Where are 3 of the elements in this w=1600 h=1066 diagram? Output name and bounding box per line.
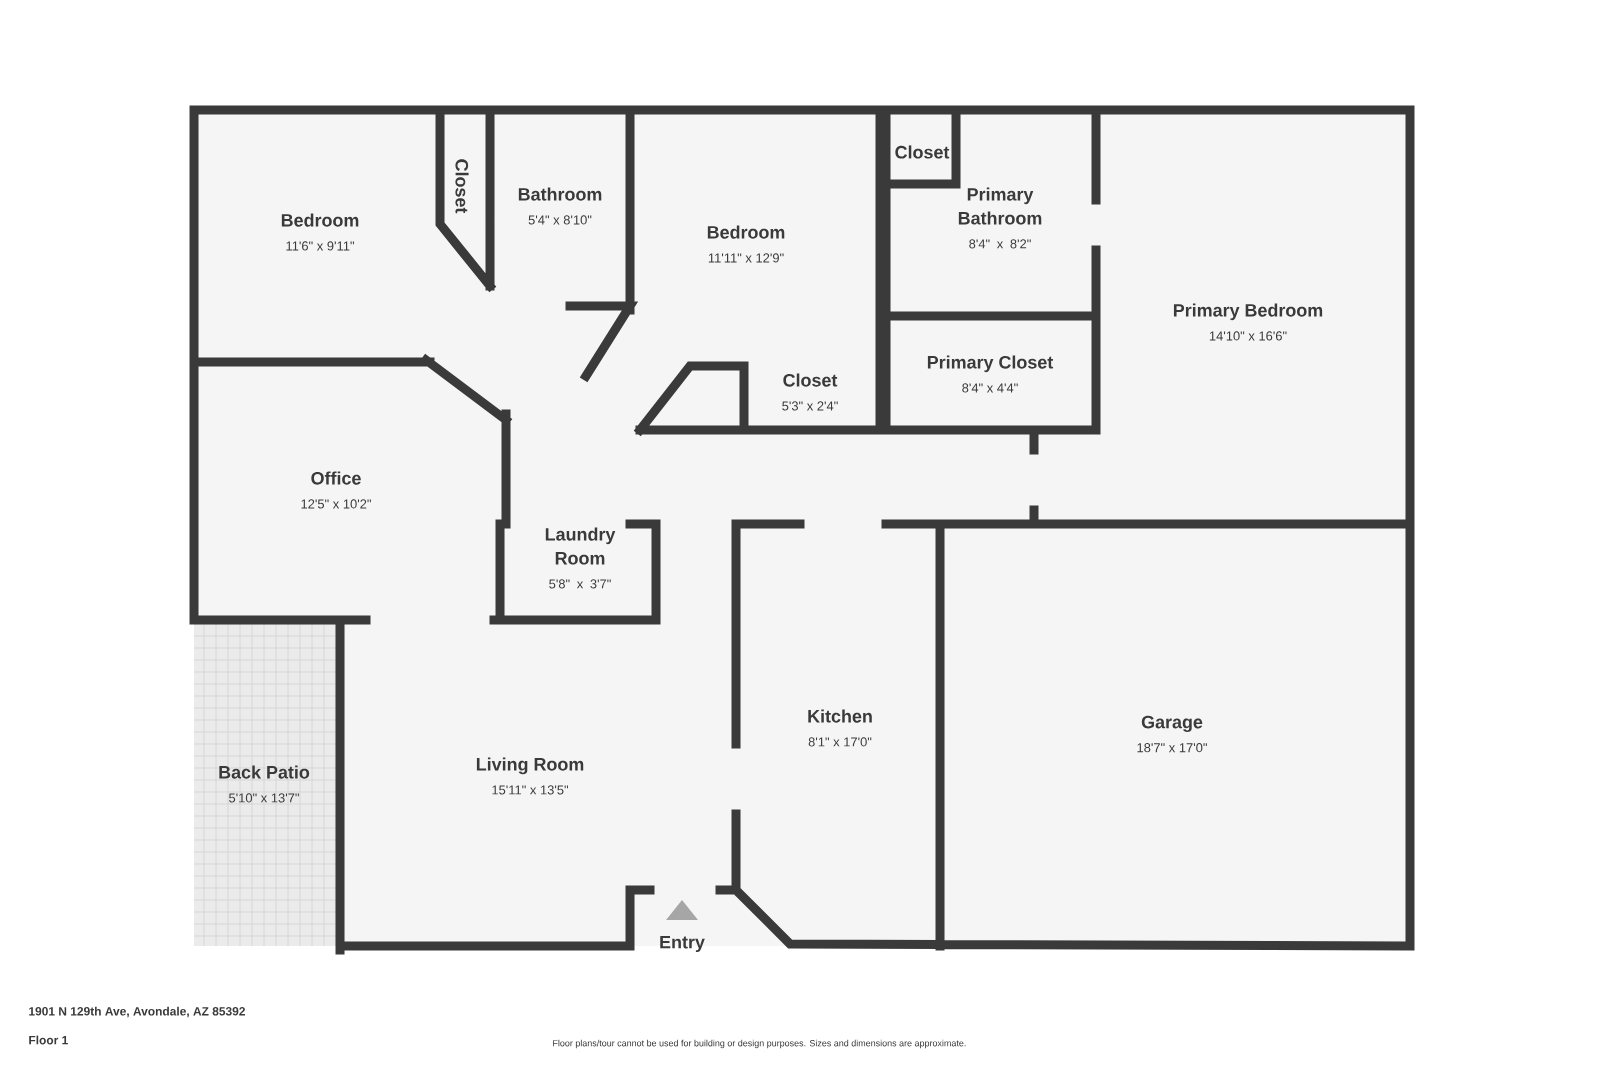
- room-label: Closet: [455, 159, 469, 214]
- room-label: Closet: [895, 145, 950, 159]
- entry-label: Entry: [660, 935, 705, 952]
